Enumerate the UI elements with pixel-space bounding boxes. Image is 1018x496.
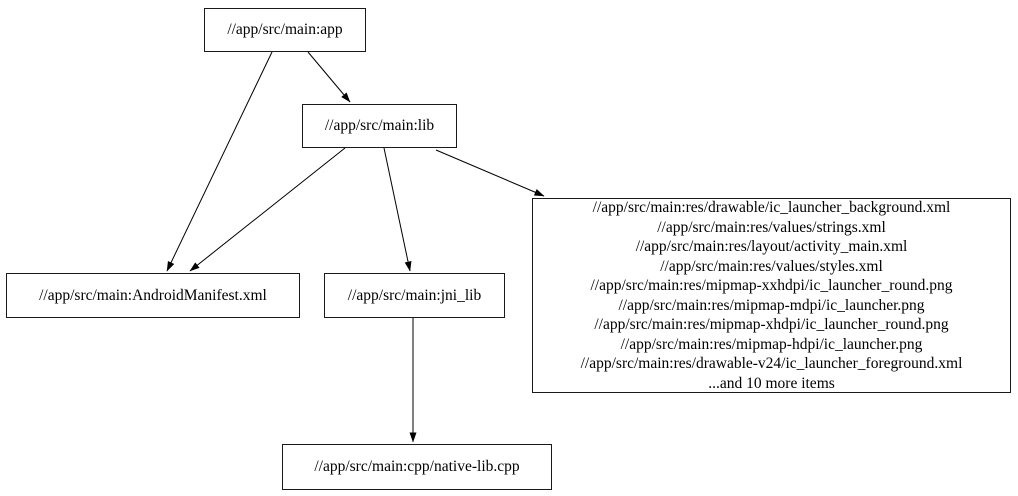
graph-node-app: //app/src/main:app: [204, 8, 366, 52]
edge-lib-to-jni-lib: [383, 147, 412, 272]
graph-node-android-manifest: //app/src/main:AndroidManifest.xml: [6, 273, 300, 318]
edge-app-to-android-manifest: [166, 51, 273, 272]
graph-node-native-lib-cpp: //app/src/main:cpp/native-lib.cpp: [282, 444, 552, 490]
graph-node-lib: //app/src/main:lib: [302, 104, 457, 148]
edge-app-to-lib: [307, 51, 351, 103]
edge-lib-to-android-manifest: [189, 147, 346, 272]
graph-node-res-group: //app/src/main:res/drawable/ic_launcher_…: [532, 198, 1011, 393]
graph-node-jni-lib: //app/src/main:jni_lib: [324, 273, 505, 318]
edge-lib-to-res-group: [435, 149, 545, 197]
